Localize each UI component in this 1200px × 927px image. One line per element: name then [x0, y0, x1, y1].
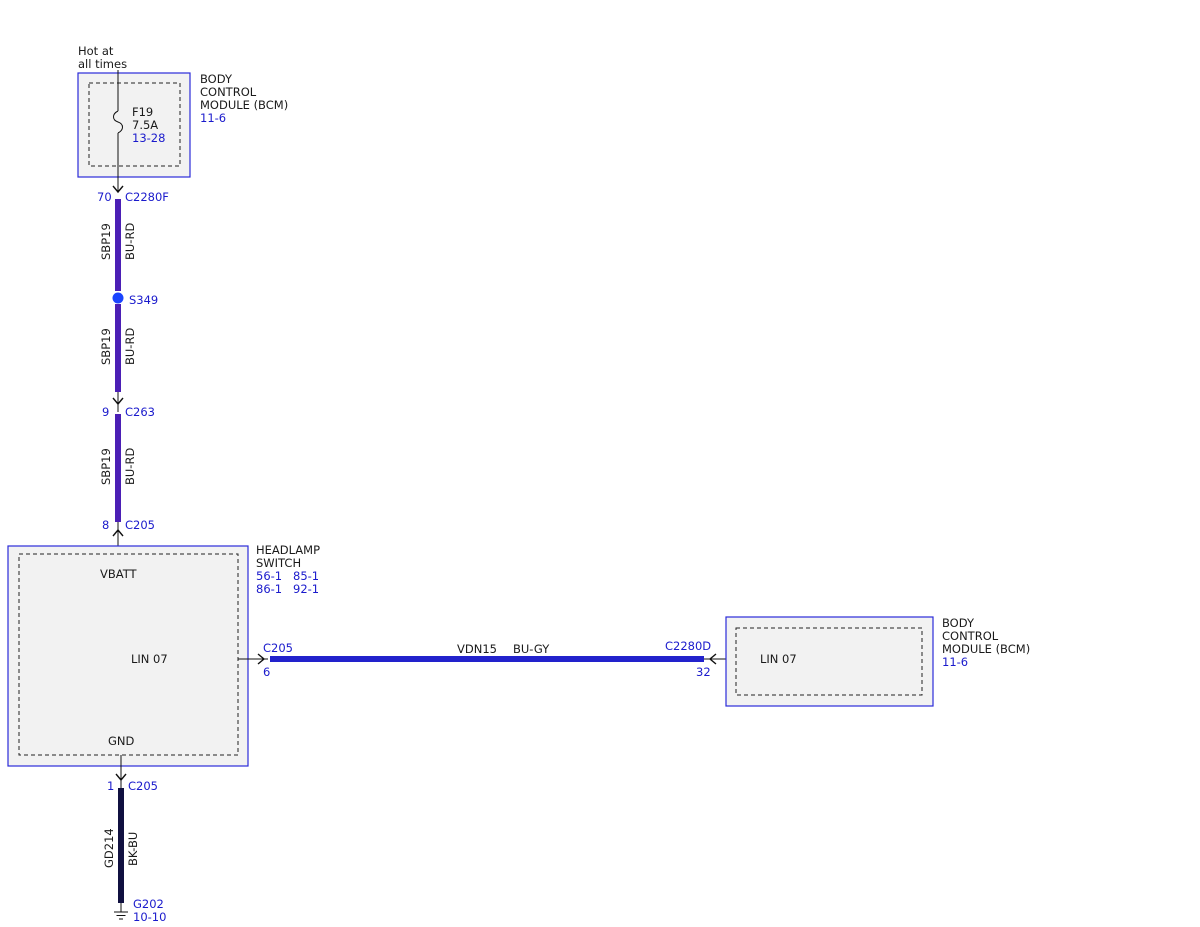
fuse-symbol: [113, 110, 123, 134]
c2280d-connector-symbol: [708, 653, 717, 665]
headlamp-switch-box: [7, 545, 249, 767]
g202-name: G202: [133, 897, 164, 911]
c205-top-name: C205: [125, 518, 155, 532]
wire-lin: [270, 656, 704, 662]
c205-top-pin: 8: [102, 518, 109, 532]
c2280f-name: C2280F: [125, 190, 169, 204]
headlamp-switch-name-line1: HEADLAMP: [256, 543, 320, 557]
bcm-top-box: [77, 72, 191, 178]
c205-bottom-name: C205: [128, 779, 158, 793]
wire-seg1: [115, 199, 121, 291]
wire-ground-color: BK-BU: [126, 832, 140, 866]
c2280f-connector-symbol: [112, 185, 124, 194]
headlamp-switch-pin-gnd: GND: [108, 734, 135, 748]
c205-bottom-connector-symbol: [115, 773, 127, 782]
bcm-right-name-line2: CONTROL: [942, 629, 999, 643]
wire-seg2-circuit: SBP19: [99, 328, 113, 365]
s349-name: S349: [129, 293, 158, 307]
c205-right-pin: 6: [263, 665, 270, 679]
bcm-top-name-line1: BODY: [200, 72, 233, 86]
headlamp-switch-pin-lin: LIN 07: [131, 652, 168, 666]
c205-top-connector-symbol: [112, 528, 124, 537]
wire-lin-color: BU-GY: [513, 642, 550, 656]
c263-pin: 9: [102, 405, 109, 419]
c2280f-pin: 70: [97, 190, 112, 204]
fuse-rating: 7.5A: [132, 118, 158, 132]
g202-ref: 10-10: [133, 910, 166, 924]
c205-bottom-pin: 1: [107, 779, 114, 793]
bcm-top-name-line3: MODULE (BCM): [200, 98, 288, 112]
wire-seg1-circuit: SBP19: [99, 223, 113, 260]
wire-lin-circuit: VDN15: [457, 642, 497, 656]
headlamp-switch-ref-3: 86-1: [256, 582, 282, 596]
c263-connector-symbol: [112, 397, 124, 406]
s349-splice-dot: [112, 292, 124, 304]
wire-seg1-color: BU-RD: [123, 223, 137, 260]
headlamp-switch-ref-2: 85-1: [293, 569, 319, 583]
bcm-top-ref: 11-6: [200, 111, 226, 125]
bcm-right-name-line1: BODY: [942, 616, 975, 630]
wire-seg3: [115, 414, 121, 522]
wire-seg3-circuit: SBP19: [99, 448, 113, 485]
bcm-right-box: [725, 616, 934, 707]
power-source-label-1: Hot at: [78, 44, 114, 58]
wire-seg2: [115, 304, 121, 392]
bcm-top-inner-boundary: [88, 82, 181, 167]
wire-ground-circuit: GD214: [102, 828, 116, 868]
c205-right-name: C205: [263, 641, 293, 655]
headlamp-switch-ref-1: 56-1: [256, 569, 282, 583]
headlamp-switch-pin-vbatt: VBATT: [100, 567, 138, 581]
bcm-right-ref: 11-6: [942, 655, 968, 669]
c2280d-name: C2280D: [665, 639, 711, 653]
c263-name: C263: [125, 405, 155, 419]
wire-seg2-color: BU-RD: [123, 328, 137, 365]
power-source-label-2: all times: [78, 57, 127, 71]
headlamp-switch-name-line2: SWITCH: [256, 556, 301, 570]
c205-right-connector-symbol: [257, 653, 266, 665]
bcm-top-name-line2: CONTROL: [200, 85, 257, 99]
fuse-id: F19: [132, 105, 153, 119]
bcm-right-name-line3: MODULE (BCM): [942, 642, 1030, 656]
fuse-ref: 13-28: [132, 131, 165, 145]
wire-seg3-color: BU-RD: [123, 448, 137, 485]
wire-ground: [118, 788, 124, 903]
c2280d-pin: 32: [696, 665, 711, 679]
headlamp-switch-ref-4: 92-1: [293, 582, 319, 596]
bcm-right-inner-boundary: [735, 627, 923, 696]
bcm-right-pin-lin: LIN 07: [760, 652, 797, 666]
